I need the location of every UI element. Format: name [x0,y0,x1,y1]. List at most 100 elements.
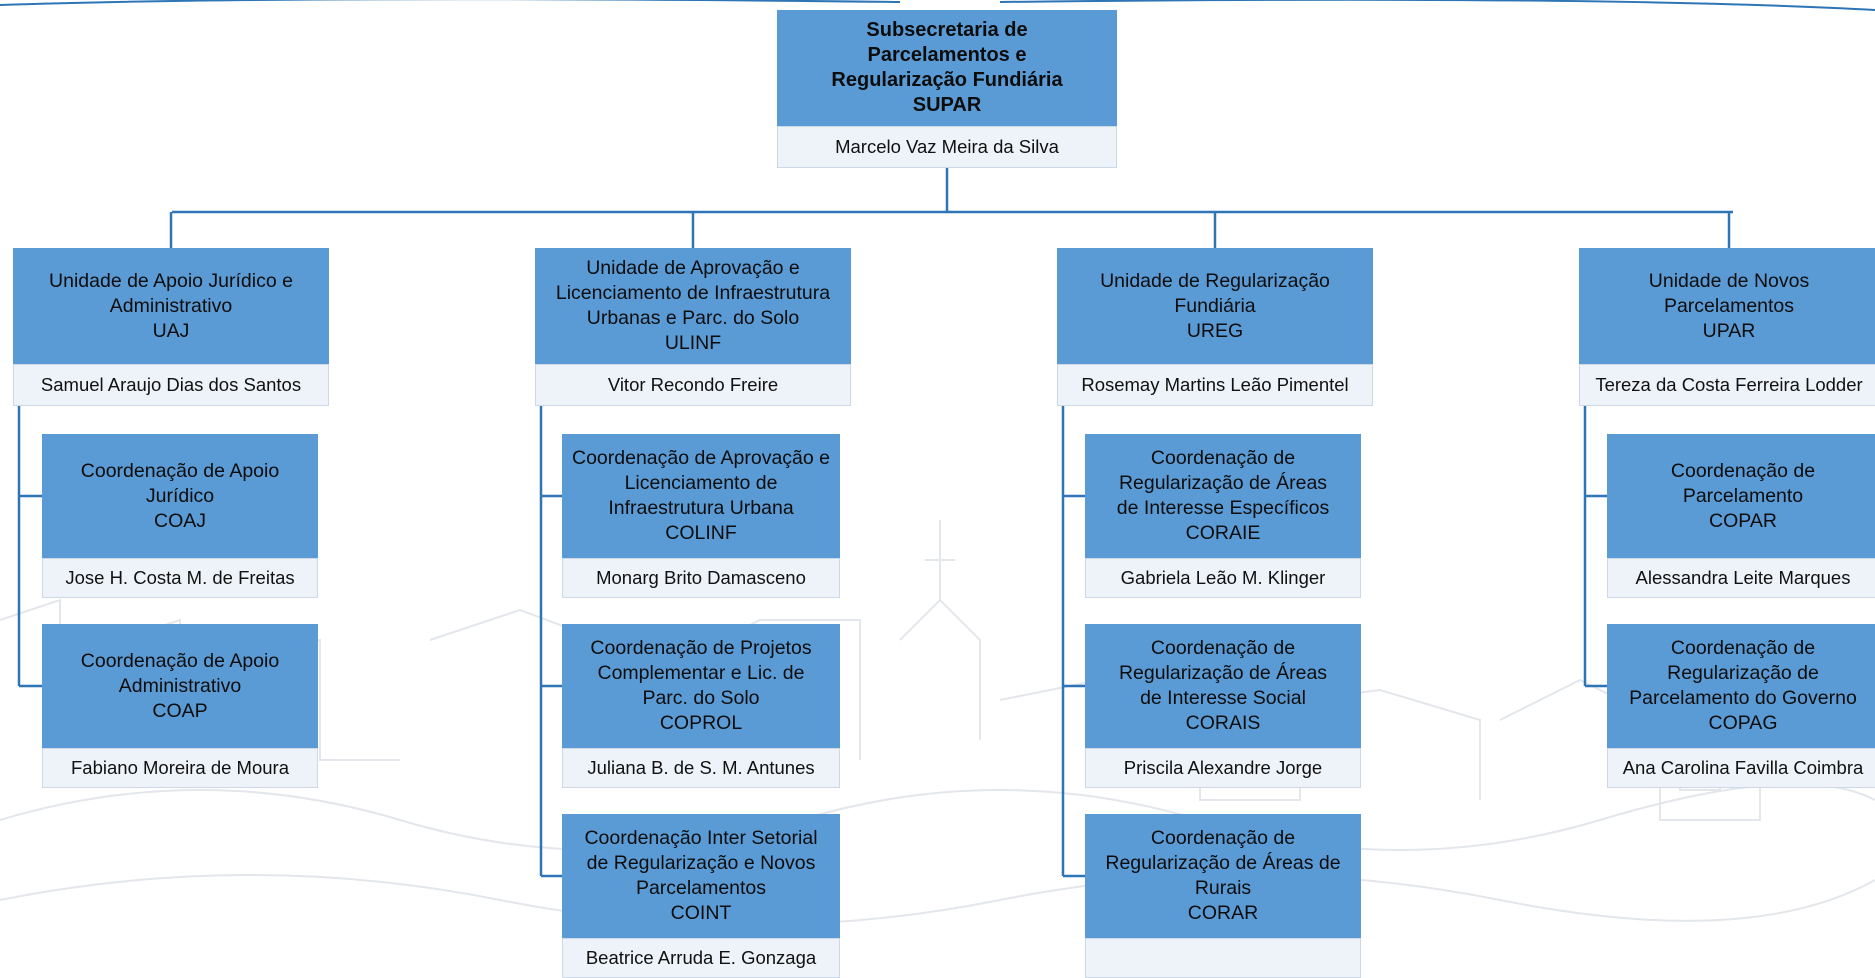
person-name: Jose H. Costa M. de Freitas [42,558,318,598]
title-line: de Interesse Social [1140,687,1306,709]
title-line: Coordenação de [1670,459,1816,482]
person-name: Gabriela Leão M. Klinger [1085,558,1361,598]
person-name: Alessandra Leite Marques [1607,558,1875,598]
title-line: Parc. do Solo [642,687,760,709]
title-line: COAJ [153,509,206,532]
coord-box-coraie: Coordenação de Regularização de Áreas de I… [1085,434,1361,598]
title-line: Administrativo [118,674,242,697]
title-line: CORAIS [1185,712,1261,734]
title-line: Coordenação de [1670,637,1816,659]
title-line: Parcelamento [1682,484,1804,507]
title-line: Parcelamentos [1663,294,1795,317]
title-line: Jurídico [145,484,215,507]
box-title: Coordenação de Regularização de Áreas de I… [1085,624,1361,748]
title-line: Fundiária [1174,294,1256,317]
title-line: COLINF [665,522,737,544]
title-line: Regularização Fundiária [831,69,1063,91]
title-line: Unidade de Aprovação e [586,257,800,279]
title-line: Infraestrutura Urbana [608,497,794,519]
title-line: de Regularização e Novos [586,852,816,874]
box-title: Coordenação Inter Setorial de Regularizaç… [562,814,840,938]
root-box-supar: Subsecretaria de Parcelamentos e Regulariz… [777,10,1117,168]
title-line: COPAR [1709,509,1777,532]
title-line: Rurais [1194,877,1252,899]
title-line: de Interesse Específicos [1116,497,1330,519]
coord-box-coint: Coordenação Inter Setorial de Regularizaç… [562,814,840,978]
coord-box-corais: Coordenação de Regularização de Áreas de I… [1085,624,1361,788]
title-line: UPAR [1702,319,1756,342]
person-name [1085,938,1361,978]
title-line: COINT [670,902,732,924]
title-line: Coordenação de Projetos [590,637,812,659]
title-line: COPROL [659,712,743,734]
title-line: Subsecretaria de [866,19,1028,41]
title-line: Coordenação de [1150,827,1296,849]
person-name: Tereza da Costa Ferreira Lodder [1579,364,1875,406]
title-line: Coordenação de [1150,447,1296,469]
title-line: Regularização de Áreas [1118,662,1328,684]
box-title: Unidade de Aprovação e Licenciamento de I… [535,248,851,364]
coord-box-copag: Coordenação de Regularização de Parcelamen… [1607,624,1875,788]
title-line: COAP [152,699,208,722]
title-line: Parcelamentos [635,877,767,899]
title-line: Regularização de Áreas de [1105,852,1341,874]
title-line: Unidade de Novos [1648,269,1810,292]
person-name: Beatrice Arruda E. Gonzaga [562,938,840,978]
box-title: Subsecretaria de Parcelamentos e Regulariz… [777,10,1117,126]
unit-box-ulinf: Unidade de Aprovação e Licenciamento de I… [535,248,851,406]
person-name: Marcelo Vaz Meira da Silva [777,126,1117,168]
title-line: Administrativo [109,294,233,317]
title-line: UAJ [152,319,190,342]
title-line: Parcelamentos e [867,44,1027,66]
person-name: Samuel Araujo Dias dos Santos [13,364,329,406]
title-line: Licenciamento de [624,472,778,494]
title-line: Coordenação de Apoio [80,459,280,482]
title-line: Unidade de Apoio Jurídico e [49,269,293,292]
coord-box-corar: Coordenação de Regularização de Áreas de R… [1085,814,1361,978]
box-title: Coordenação de Regularização de Áreas de R… [1085,814,1361,938]
title-line: Coordenação Inter Setorial [584,827,818,849]
title-line: CORAIE [1185,522,1261,544]
title-line: Coordenação de Apoio [80,649,280,672]
title-line: Coordenação de [1150,637,1296,659]
title-line: UREG [1186,319,1244,342]
person-name: Fabiano Moreira de Moura [42,748,318,788]
title-line: Urbanas e Parc. do Solo [586,307,800,329]
title-line: Coordenação de Aprovação e [571,447,831,469]
title-line: Licenciamento de Infraestrutura [555,282,831,304]
title-line: ULINF [664,332,722,354]
coord-box-colinf: Coordenação de Aprovação e Licenciamento … [562,434,840,598]
title-line: Regularização de Áreas [1118,472,1328,494]
title-line: Complementar e Lic. de [597,662,805,684]
title-line: SUPAR [912,94,982,116]
title-line: COPAG [1708,712,1778,734]
box-title: Coordenação de Regularização de Parcelamen… [1607,624,1875,748]
box-title: Coordenação de Regularização de Áreas de I… [1085,434,1361,558]
person-name: Vitor Recondo Freire [535,364,851,406]
title-line: CORAR [1187,902,1259,924]
title-line: Unidade de Regularização [1100,269,1330,292]
person-name: Monarg Brito Damasceno [562,558,840,598]
person-name: Rosemay Martins Leão Pimentel [1057,364,1373,406]
box-title: Coordenação de Aprovação e Licenciamento … [562,434,840,558]
person-name: Priscila Alexandre Jorge [1085,748,1361,788]
person-name: Juliana B. de S. M. Antunes [562,748,840,788]
title-line: Parcelamento do Governo [1629,687,1857,709]
person-name: Ana Carolina Favilla Coimbra [1607,748,1875,788]
title-line: Regularização de [1667,662,1819,684]
